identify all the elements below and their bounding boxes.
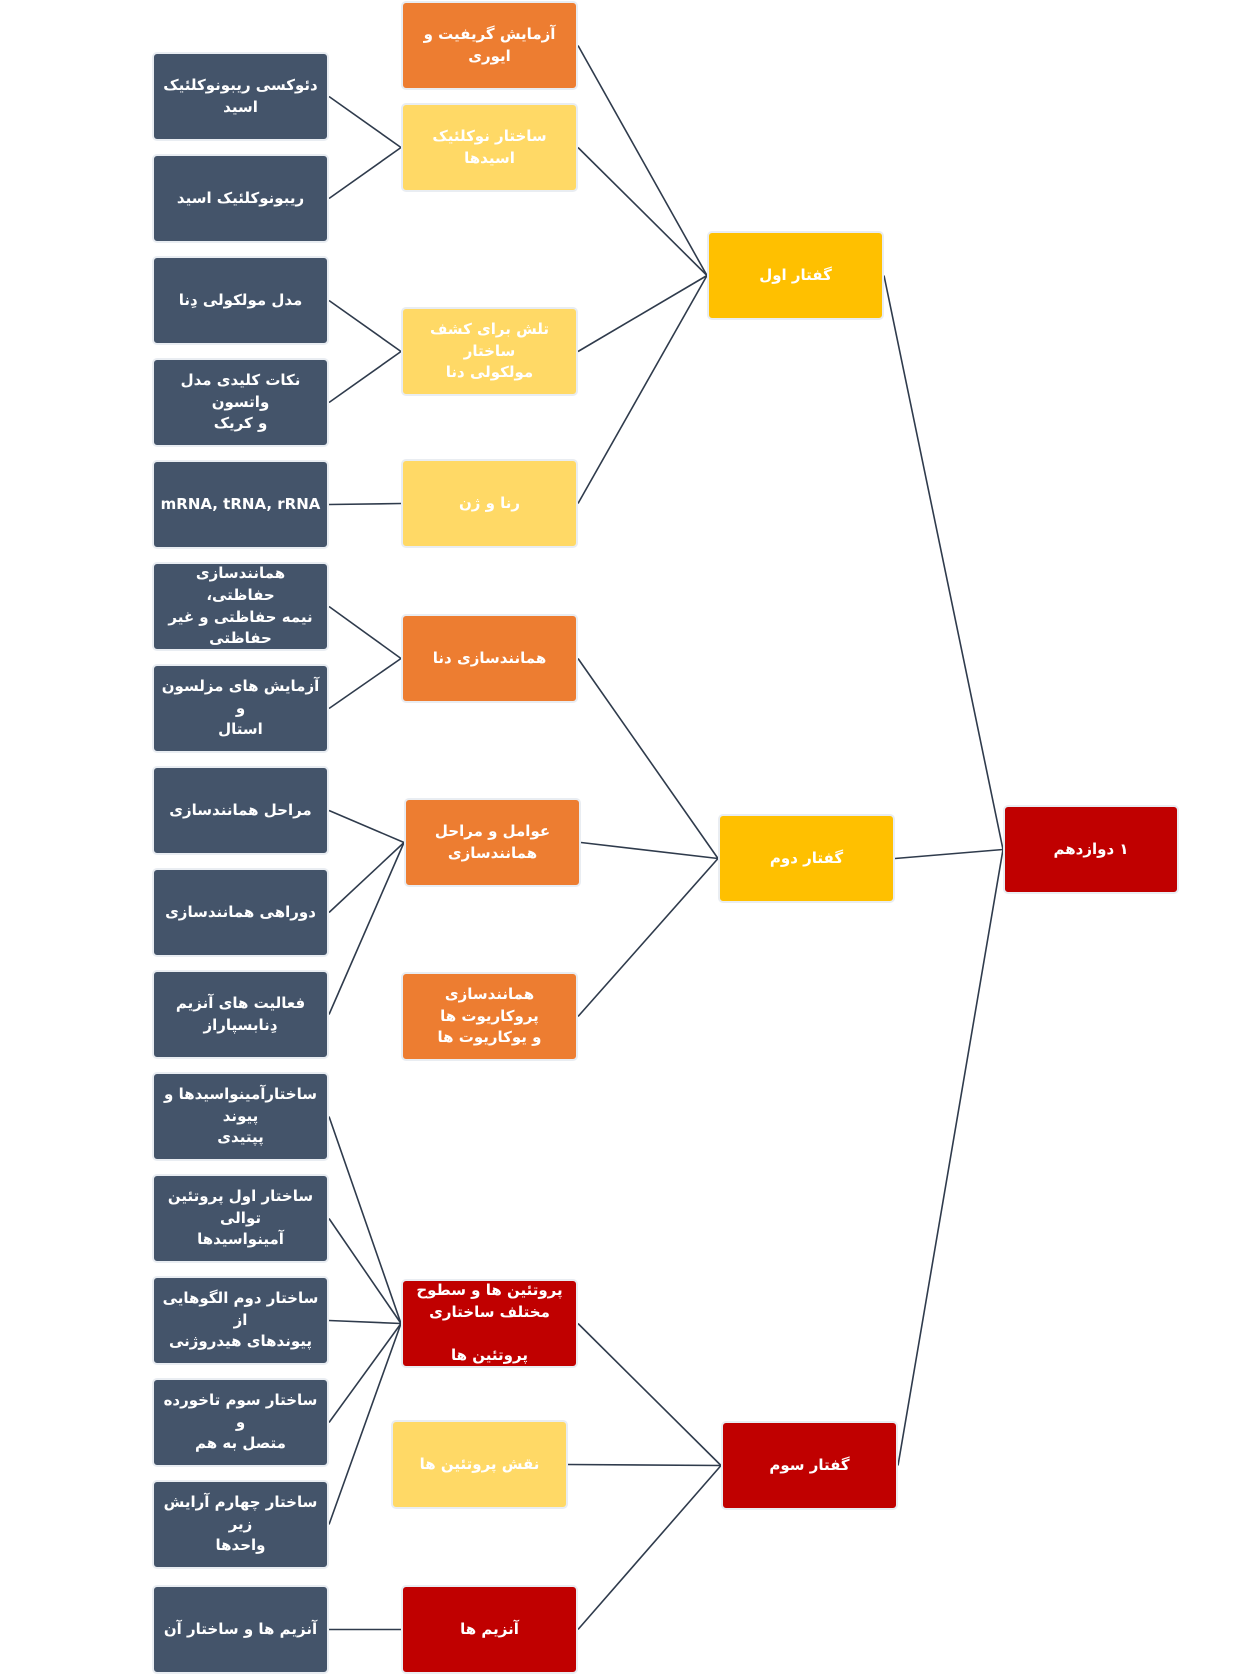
chapter-label: گفتار سوم: [769, 1455, 850, 1474]
topic-node[interactable]: نقش پروتئین ها: [391, 1420, 568, 1509]
detail-node[interactable]: مدل مولکولی دِنا: [152, 256, 329, 345]
topic-label: تلش برای کشف ساختار مولکولی دنا: [429, 319, 550, 382]
detail-node[interactable]: ساختار دوم الگوهایی از پیوندهای هیدروژنی: [152, 1276, 329, 1365]
detail-node[interactable]: نکات کلیدی مدل واتسون و کریک: [152, 358, 329, 447]
connector-ch2-tp7: [577, 1322, 722, 1467]
detail-label: فعالیت های آنزیم دِنابسپاراز: [175, 993, 306, 1034]
chapter-label: گفتار اول: [759, 265, 832, 284]
detail-label: آنزیم ها و ساختار آن: [163, 1619, 318, 1638]
detail-node[interactable]: مراحل همانندسازی: [152, 766, 329, 855]
detail-node[interactable]: ریبونوکلئیک اسید: [152, 154, 329, 243]
detail-label: مراحل همانندسازی: [169, 800, 312, 819]
topic-node[interactable]: همانندسازی پروکاریوت ها و یوکاریوت ها: [401, 972, 578, 1061]
root-node[interactable]: ۱ دوازدهم: [1003, 805, 1179, 894]
detail-label: همانندسازی حفاظتی، نیمه حفاظتی و غیر حفا…: [168, 564, 313, 648]
detail-label: mRNA, tRNA, rRNA: [160, 494, 321, 513]
detail-node[interactable]: mRNA, tRNA, rRNA: [152, 460, 329, 549]
topic-node[interactable]: رنا و ژن: [401, 459, 578, 548]
detail-label: ساختارآمینواسیدها و پیوند پپتیدی: [164, 1084, 317, 1147]
connector-tp2-dt2: [328, 299, 402, 353]
detail-label: ساختار سوم تاخورده و متصل به هم: [163, 1390, 318, 1453]
connector-ch1-tp6: [577, 857, 719, 1018]
connector-tp7-dt13: [328, 1323, 402, 1423]
topic-label: ساختار نوکلئیک اسیدها: [432, 126, 547, 167]
connector-root-ch0: [883, 275, 1004, 850]
topic-node[interactable]: عوامل و مراحل همانندسازی: [404, 798, 581, 887]
topic-label: نقش پروتئین ها: [419, 1454, 540, 1473]
topic-node[interactable]: آزمایش گریفیت و ایوری: [401, 1, 578, 90]
topic-label: رنا و ژن: [458, 493, 521, 512]
topic-node[interactable]: همانندسازی دنا: [401, 614, 578, 703]
chapter-node-2[interactable]: گفتار دوم: [718, 814, 895, 903]
connector-tp7-dt12: [328, 1319, 402, 1325]
connector-root-ch1: [894, 848, 1004, 860]
detail-label: ساختار دوم الگوهایی از پیوندهای هیدروژنی: [162, 1288, 319, 1351]
connector-tp1-dt1: [328, 146, 402, 200]
detail-node[interactable]: آزمایش های مزلسون و استال: [152, 664, 329, 753]
topic-node[interactable]: تلش برای کشف ساختار مولکولی دنا: [401, 307, 578, 396]
chapter-node-1[interactable]: گفتار اول: [707, 231, 884, 320]
detail-label: ریبونوکلئیک اسید: [176, 188, 305, 207]
detail-label: دئوکسی ریبونوکلئیک اسید: [163, 75, 318, 116]
chapter-node-3[interactable]: گفتار سوم: [721, 1421, 898, 1510]
connector-ch2-tp8: [567, 1463, 722, 1467]
connector-tp5-dt9: [328, 842, 405, 1015]
root-label: ۱ دوازدهم: [1053, 839, 1129, 858]
detail-label: مدل مولکولی دِنا: [178, 290, 303, 309]
connector-ch0-tp2: [577, 274, 708, 353]
detail-node[interactable]: ساختار اول پروتئین توالی آمینواسیدها: [152, 1174, 329, 1263]
detail-node[interactable]: آنزیم ها و ساختار آن: [152, 1585, 329, 1674]
detail-label: نکات کلیدی مدل واتسون و کریک: [180, 370, 301, 433]
detail-node[interactable]: فعالیت های آنزیم دِنابسپاراز: [152, 970, 329, 1059]
detail-node[interactable]: همانندسازی حفاظتی، نیمه حفاظتی و غیر حفا…: [152, 562, 329, 651]
detail-label: ساختار اول پروتئین توالی آمینواسیدها: [167, 1186, 314, 1249]
connector-tp7-dt14: [328, 1323, 402, 1525]
topic-node[interactable]: آنزیم ها: [401, 1585, 578, 1674]
topic-label: عوامل و مراحل همانندسازی: [434, 821, 551, 862]
topic-node[interactable]: ساختار نوکلئیک اسیدها: [401, 103, 578, 192]
connector-ch1-tp5: [580, 841, 719, 860]
topic-label: همانندسازی دنا: [432, 648, 547, 667]
detail-label: دوراهی همانندسازی: [165, 902, 316, 921]
connector-ch2-tp9: [577, 1464, 722, 1631]
connector-tp7-dt10: [328, 1116, 402, 1324]
connector-ch0-tp0: [577, 45, 708, 276]
connector-tp4-dt5: [328, 605, 402, 660]
connector-tp1-dt0: [328, 95, 402, 149]
topic-label: آنزیم ها: [460, 1619, 519, 1638]
detail-label: ساختار چهارم آرایش زیر واحدها: [163, 1492, 318, 1555]
connector-ch0-tp1: [577, 146, 708, 277]
detail-node[interactable]: ساختار چهارم آرایش زیر واحدها: [152, 1480, 329, 1569]
topic-node[interactable]: پروتئین ها و سطوح مختلف ساختاری پروتئین …: [401, 1279, 578, 1368]
topic-label: آزمایش گریفیت و ایوری: [423, 24, 556, 65]
connector-tp3-dt4: [328, 502, 402, 506]
connector-tp5-dt8: [328, 841, 405, 914]
connector-ch1-tp4: [577, 658, 719, 859]
connector-tp7-dt11: [328, 1218, 402, 1324]
chapter-label: گفتار دوم: [769, 848, 844, 867]
detail-node[interactable]: ساختار سوم تاخورده و متصل به هم: [152, 1378, 329, 1467]
detail-node[interactable]: دئوکسی ریبونوکلئیک اسید: [152, 52, 329, 141]
connector-tp4-dt6: [328, 657, 402, 710]
connector-tp5-dt7: [328, 809, 405, 844]
topic-label: پروتئین ها و سطوح مختلف ساختاری پروتئین …: [416, 1281, 563, 1365]
detail-node[interactable]: دوراهی همانندسازی: [152, 868, 329, 957]
detail-label: آزمایش های مزلسون و استال: [161, 676, 320, 739]
connector-root-ch2: [897, 849, 1004, 1466]
detail-node[interactable]: ساختارآمینواسیدها و پیوند پپتیدی: [152, 1072, 329, 1161]
connector-ch0-tp3: [577, 275, 708, 504]
connector-tp2-dt3: [328, 350, 402, 404]
topic-label: همانندسازی پروکاریوت ها و یوکاریوت ها: [437, 984, 542, 1047]
